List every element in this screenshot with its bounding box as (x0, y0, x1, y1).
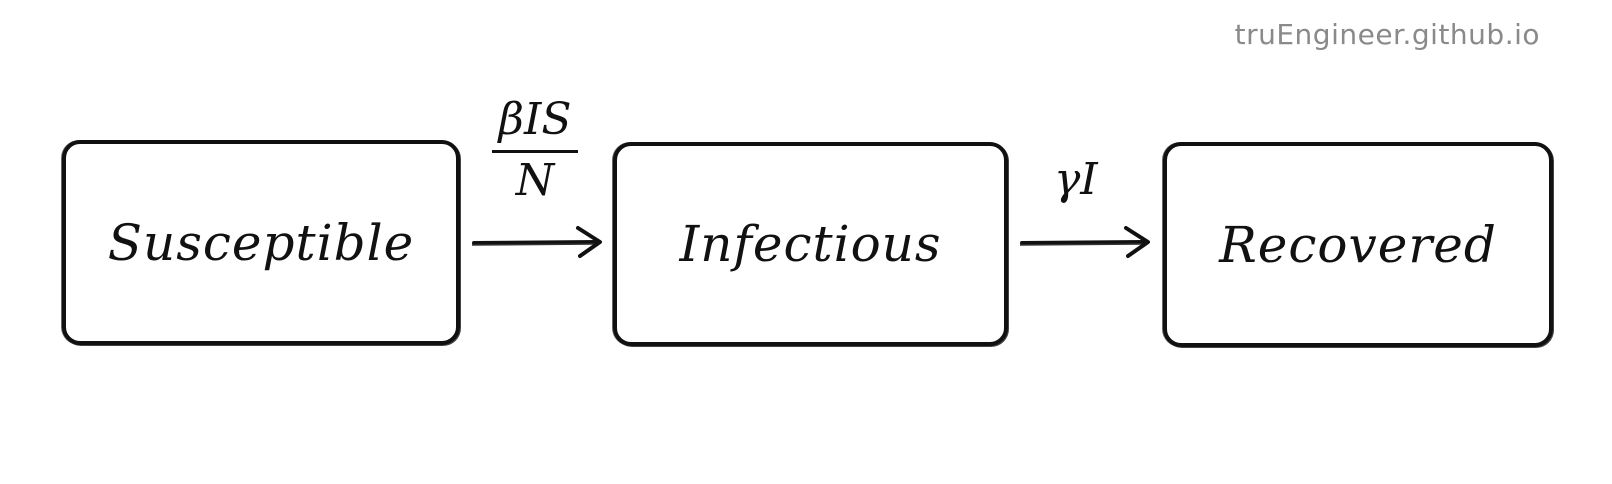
fraction-bar (492, 150, 578, 153)
recovery-arrow (1019, 226, 1150, 258)
infection-rate-fraction: βIS N (492, 96, 578, 205)
infectious-box: Infectious (613, 142, 1008, 346)
recovered-box: Recovered (1163, 142, 1553, 347)
infection-rate-denominator: N (515, 155, 555, 206)
recovery-rate-label: γI (1054, 154, 1098, 205)
infection-rate-numerator: βIS (498, 94, 572, 145)
susceptible-box: Susceptible (62, 140, 460, 345)
susceptible-label: Susceptible (107, 213, 415, 272)
recovered-label: Recovered (1219, 215, 1497, 274)
infection-arrow (471, 226, 602, 258)
infectious-label: Infectious (679, 215, 942, 273)
watermark-text: truEngineer.github.io (1234, 18, 1540, 51)
